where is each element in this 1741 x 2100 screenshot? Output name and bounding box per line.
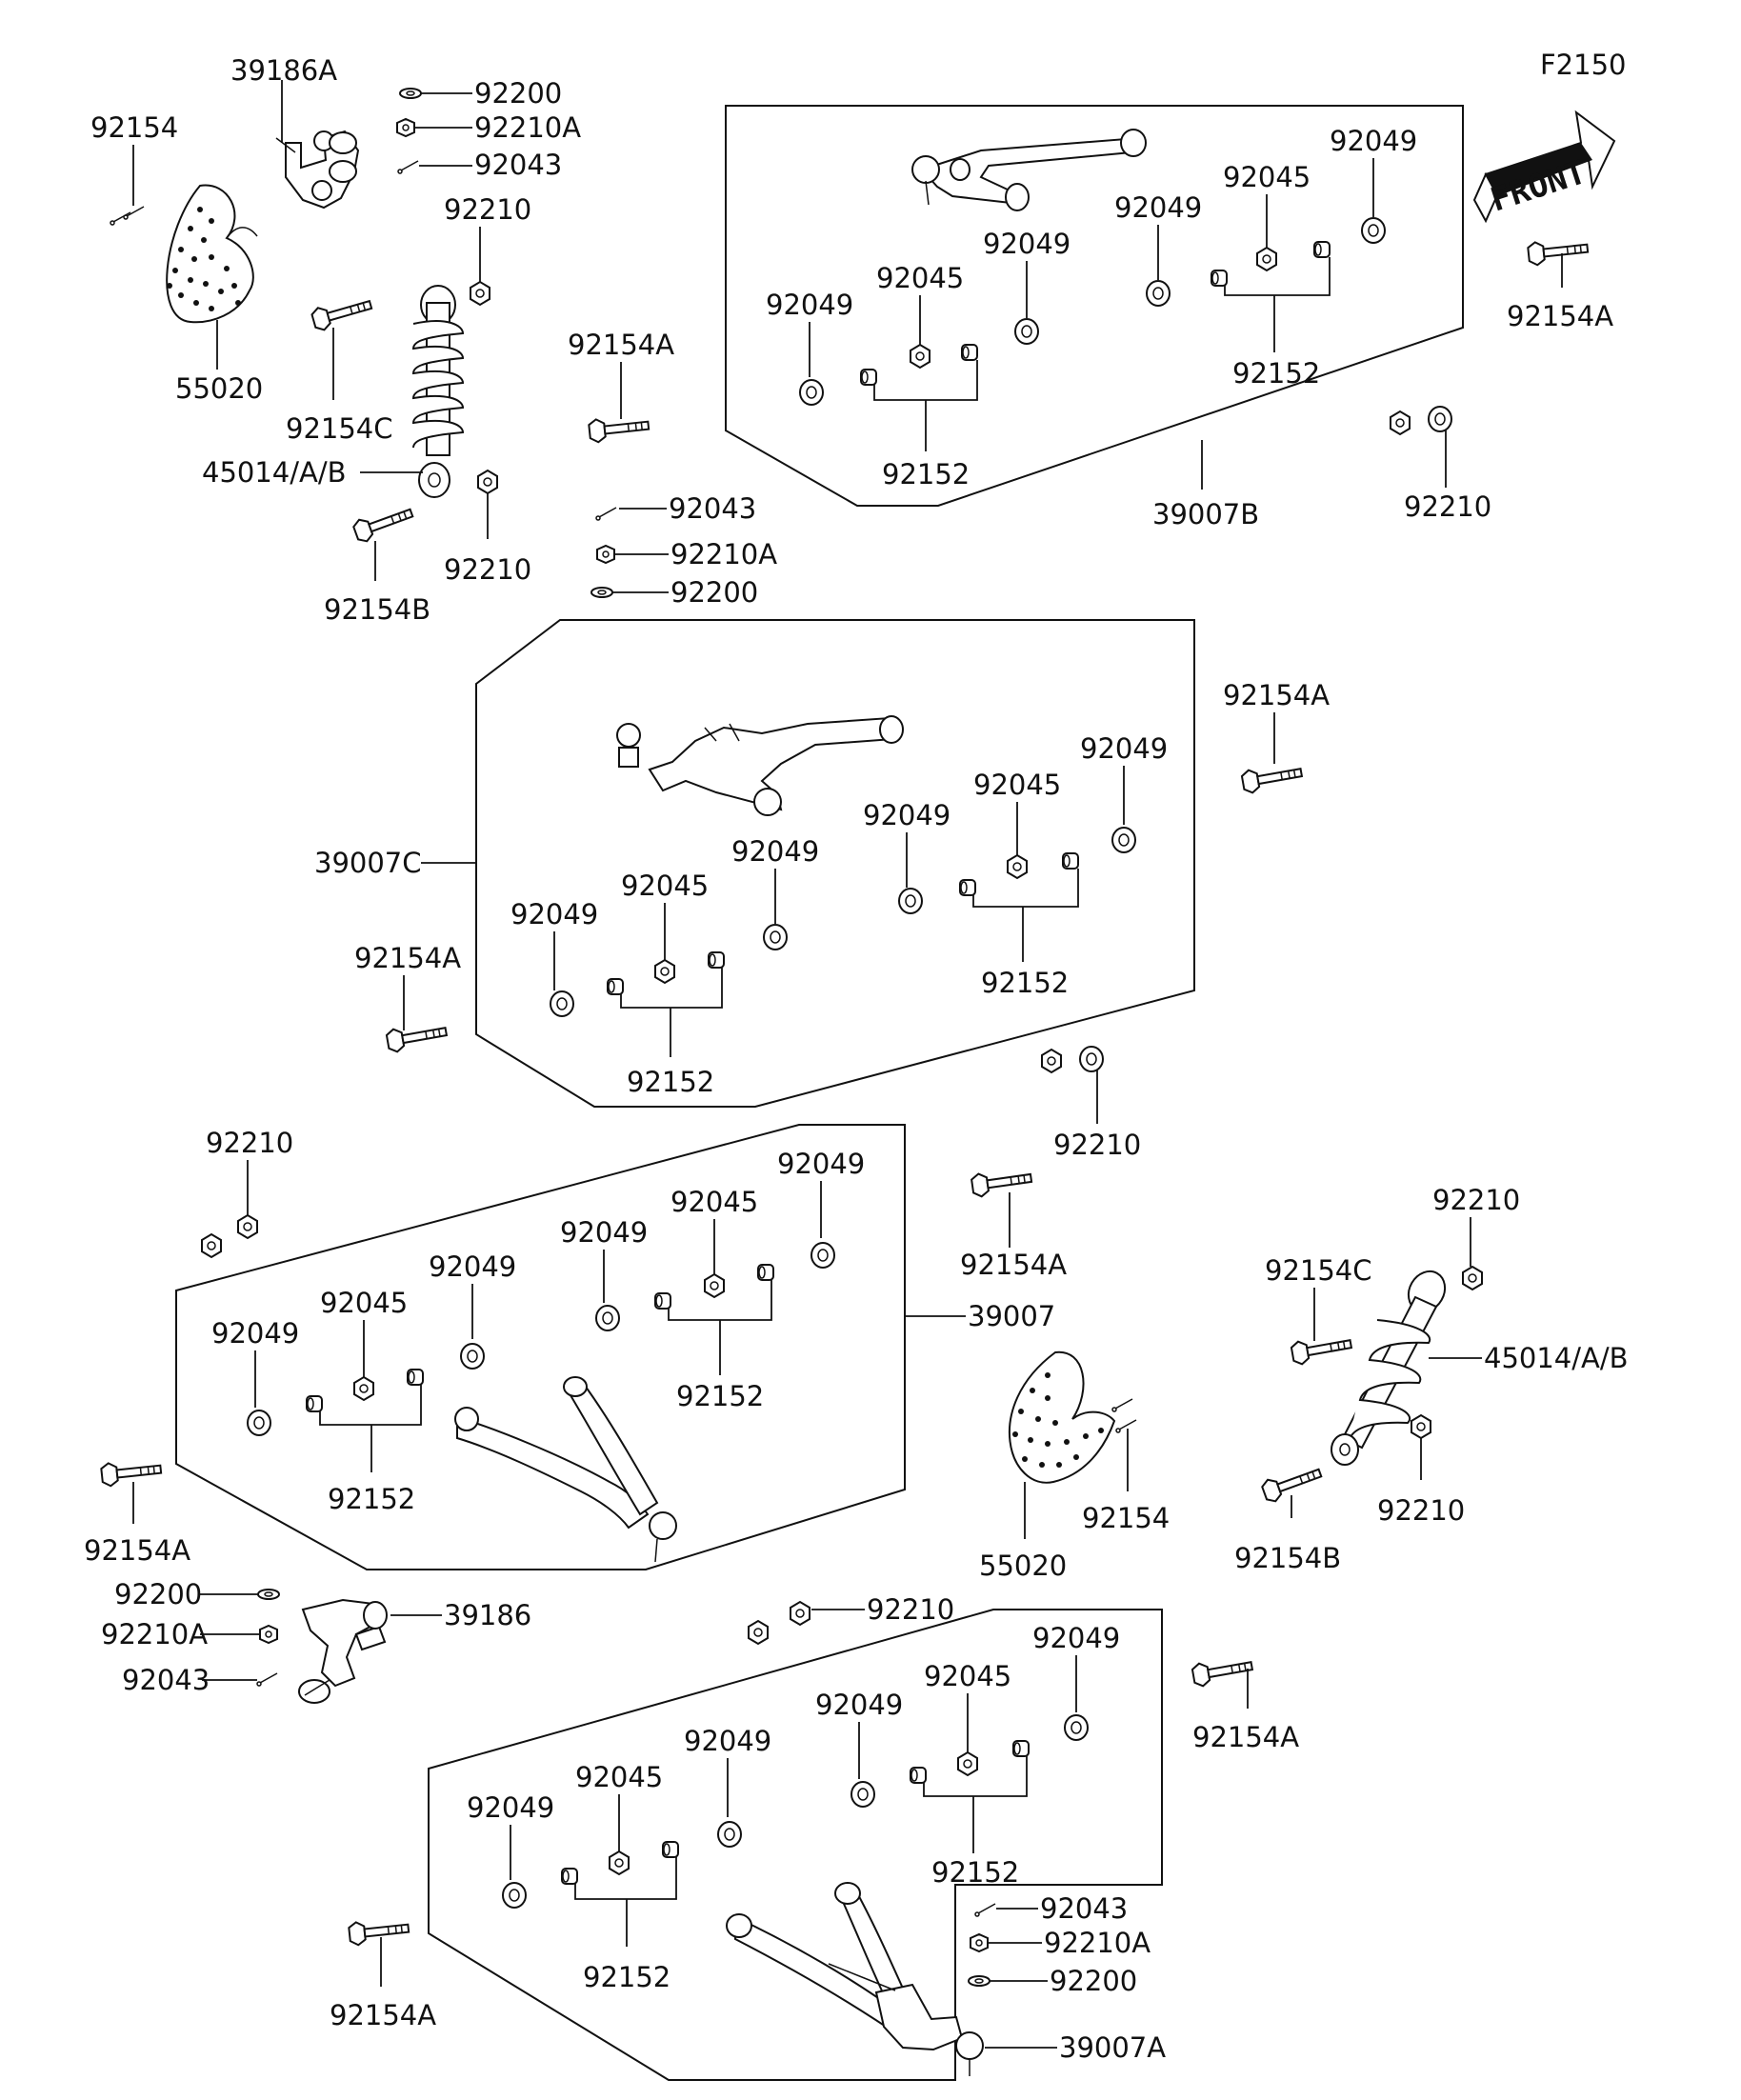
label-92045-c1: 92045 [973, 769, 1061, 801]
label-92049-c4: 92049 [510, 898, 598, 930]
label-92152-c1: 92152 [981, 967, 1069, 999]
label-92210-g: 92210 [1377, 1494, 1465, 1527]
label-92045-b2: 92045 [876, 262, 964, 294]
label-92210-b: 92210 [444, 553, 531, 586]
label-92049-e4: 92049 [467, 1791, 554, 1824]
label-92154a-c: 92154A [1223, 679, 1330, 711]
label-45014-a: 45014/A/B [202, 456, 347, 489]
label-92043-b: 92043 [669, 492, 756, 525]
front-arrow-icon: FRONT [1472, 110, 1616, 224]
label-92049-d3: 92049 [429, 1250, 516, 1283]
label-92200-a: 92200 [474, 77, 562, 110]
label-92210-f: 92210 [1432, 1184, 1520, 1216]
label-92210-e: 92210 [206, 1127, 293, 1159]
knuckle-39186a-icon [275, 130, 360, 210]
diagram-code: F2150 [1540, 49, 1626, 81]
label-92154b-b: 92154B [1234, 1542, 1341, 1574]
label-45014-b: 45014/A/B [1484, 1342, 1629, 1374]
label-92154b-a: 92154B [324, 593, 430, 626]
group-box-39007b [725, 105, 1464, 507]
label-92045-e2: 92045 [575, 1761, 663, 1793]
label-92200-c: 92200 [114, 1578, 202, 1610]
label-92154-a: 92154 [90, 111, 178, 144]
label-92154c-a: 92154C [286, 412, 393, 445]
label-92152-b2: 92152 [882, 458, 970, 490]
label-92154-b: 92154 [1082, 1502, 1170, 1534]
label-92043-d: 92043 [1040, 1892, 1128, 1925]
label-92152-e1: 92152 [931, 1856, 1019, 1889]
label-39007b: 39007B [1152, 498, 1259, 530]
lower-arm-39007-icon [454, 1376, 677, 1563]
label-92049-e3: 92049 [684, 1725, 771, 1757]
label-92043-c: 92043 [122, 1664, 210, 1696]
label-92210a-a: 92210A [474, 111, 581, 144]
label-39007a: 39007A [1059, 2031, 1166, 2064]
label-92049-d4: 92049 [211, 1317, 299, 1350]
shock-absorber-icon [1331, 1270, 1447, 1466]
label-39007c: 39007C [314, 847, 422, 879]
label-92210-d: 92210 [1053, 1129, 1141, 1161]
label-92210-a: 92210 [444, 193, 531, 226]
label-92210a-c: 92210A [101, 1618, 208, 1650]
upper-arm-39007b-icon [911, 129, 1147, 211]
label-92045-b1: 92045 [1223, 161, 1311, 193]
label-92049-d2: 92049 [560, 1216, 648, 1249]
label-92210a-d: 92210A [1044, 1927, 1151, 1959]
label-92152-d2: 92152 [328, 1483, 415, 1515]
label-39186: 39186 [444, 1599, 531, 1631]
label-92049-b3: 92049 [983, 228, 1071, 260]
label-92152-e2: 92152 [583, 1961, 670, 1993]
label-92049-c1: 92049 [1080, 732, 1168, 765]
lower-arm-39007a-icon [726, 1882, 984, 2076]
label-92152-b1: 92152 [1232, 357, 1320, 390]
label-92045-d1: 92045 [670, 1186, 758, 1218]
label-92049-b4: 92049 [766, 289, 853, 321]
label-92152-c2: 92152 [627, 1066, 714, 1098]
label-92154a-e: 92154A [960, 1249, 1067, 1281]
label-92049-e2: 92049 [815, 1689, 903, 1721]
label-92210-h: 92210 [867, 1593, 954, 1626]
upper-arm-39007c-icon [616, 715, 904, 816]
label-92043-a: 92043 [474, 149, 562, 181]
label-39007: 39007 [968, 1300, 1055, 1332]
label-92049-c3: 92049 [731, 835, 819, 868]
label-92210a-b: 92210A [670, 538, 777, 570]
label-92049-d1: 92049 [777, 1148, 865, 1180]
label-92154a-f: 92154A [84, 1534, 190, 1567]
group-box-39007c [475, 619, 1195, 1108]
brake-disc-icon [1008, 1350, 1116, 1484]
knuckle-39186-icon [298, 1598, 388, 1704]
label-92210-c: 92210 [1404, 490, 1491, 523]
label-92049-b1: 92049 [1330, 125, 1417, 157]
group-box-39007 [175, 1124, 906, 1570]
shock-absorber-icon [411, 285, 465, 498]
brake-disc-icon [166, 184, 258, 324]
label-92154a-d: 92154A [354, 942, 461, 974]
group-box-39007a [428, 1609, 1163, 2081]
label-92049-e1: 92049 [1032, 1622, 1120, 1654]
label-55020-a: 55020 [175, 372, 263, 405]
label-92200-d: 92200 [1050, 1965, 1137, 1997]
label-39186a: 39186A [230, 54, 337, 87]
label-92049-c2: 92049 [863, 799, 951, 831]
label-92200-b: 92200 [670, 576, 758, 609]
label-55020-b: 55020 [979, 1550, 1067, 1582]
label-92154c-b: 92154C [1265, 1254, 1372, 1287]
label-92152-d1: 92152 [676, 1380, 764, 1412]
label-92154a-g: 92154A [1192, 1721, 1299, 1753]
label-92045-d2: 92045 [320, 1287, 408, 1319]
label-92049-b2: 92049 [1114, 191, 1202, 224]
label-92154a-b: 92154A [1507, 300, 1613, 332]
label-92154a-h: 92154A [330, 1999, 436, 2031]
label-92045-e1: 92045 [924, 1660, 1011, 1692]
label-92154a-a: 92154A [568, 329, 674, 361]
label-92045-c2: 92045 [621, 870, 709, 902]
